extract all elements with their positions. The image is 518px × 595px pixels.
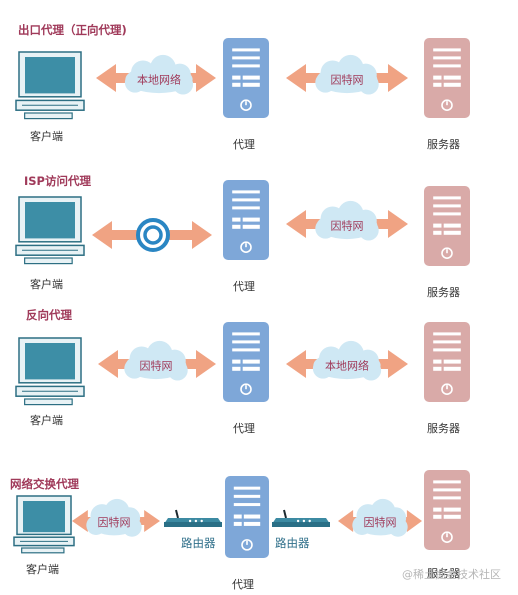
watermark: @稀土掘金技术社区: [402, 568, 501, 581]
server-icon: [424, 470, 470, 550]
proxy-server-icon: [223, 38, 269, 118]
client-label: 客户端: [26, 563, 59, 576]
cloud-icon: 因特网: [352, 498, 408, 537]
section-title-forward-proxy: 出口代理（正向代理): [18, 23, 127, 37]
client-label: 客户端: [30, 414, 63, 427]
cloud-label: 本地网络: [137, 72, 181, 86]
cloud-label: 本地网络: [325, 358, 369, 372]
client-computer-icon: [15, 51, 85, 120]
cloud-icon: 因特网: [315, 200, 379, 241]
router-icon: [272, 509, 330, 527]
cloud-icon: 因特网: [315, 54, 379, 95]
cloud-icon: 因特网: [86, 498, 142, 537]
cloud-label: 因特网: [331, 72, 364, 86]
server-label: 服务器: [427, 422, 460, 435]
router-label: 路由器: [181, 536, 216, 550]
server-label: 服务器: [427, 138, 460, 151]
section-title-reverse-proxy: 反向代理: [26, 308, 72, 322]
cloud-icon: 本地网络: [312, 340, 382, 381]
client-computer-icon: [13, 495, 75, 554]
proxy-label: 代理: [232, 578, 254, 591]
proxy-label: 代理: [233, 422, 255, 435]
server-label: 服务器: [427, 567, 460, 580]
cloud-label: 因特网: [331, 218, 364, 232]
cloud-icon: 本地网络: [124, 54, 194, 95]
cloud-label: 因特网: [98, 515, 131, 529]
proxy-label: 代理: [233, 280, 255, 293]
client-label: 客户端: [30, 130, 63, 143]
cloud-label: 因特网: [364, 515, 397, 529]
proxy-server-icon: [225, 476, 269, 558]
server-icon: [424, 186, 470, 266]
proxy-server-icon: [223, 322, 269, 402]
cloud-label: 因特网: [140, 358, 173, 372]
section-title-network-exchange-proxy: 网络交换代理: [10, 477, 79, 491]
server-label: 服务器: [427, 286, 460, 299]
server-icon: [424, 322, 470, 402]
target-icon: [136, 218, 170, 252]
router-label: 路由器: [275, 536, 310, 550]
proxy-label: 代理: [233, 138, 255, 151]
client-label: 客户端: [30, 278, 63, 291]
server-icon: [424, 38, 470, 118]
proxy-server-icon: [223, 180, 269, 260]
client-computer-icon: [15, 196, 85, 265]
cloud-icon: 因特网: [124, 340, 188, 381]
section-title-isp-proxy: ISP访问代理: [24, 174, 91, 188]
router-icon: [164, 509, 222, 527]
client-computer-icon: [15, 337, 85, 406]
